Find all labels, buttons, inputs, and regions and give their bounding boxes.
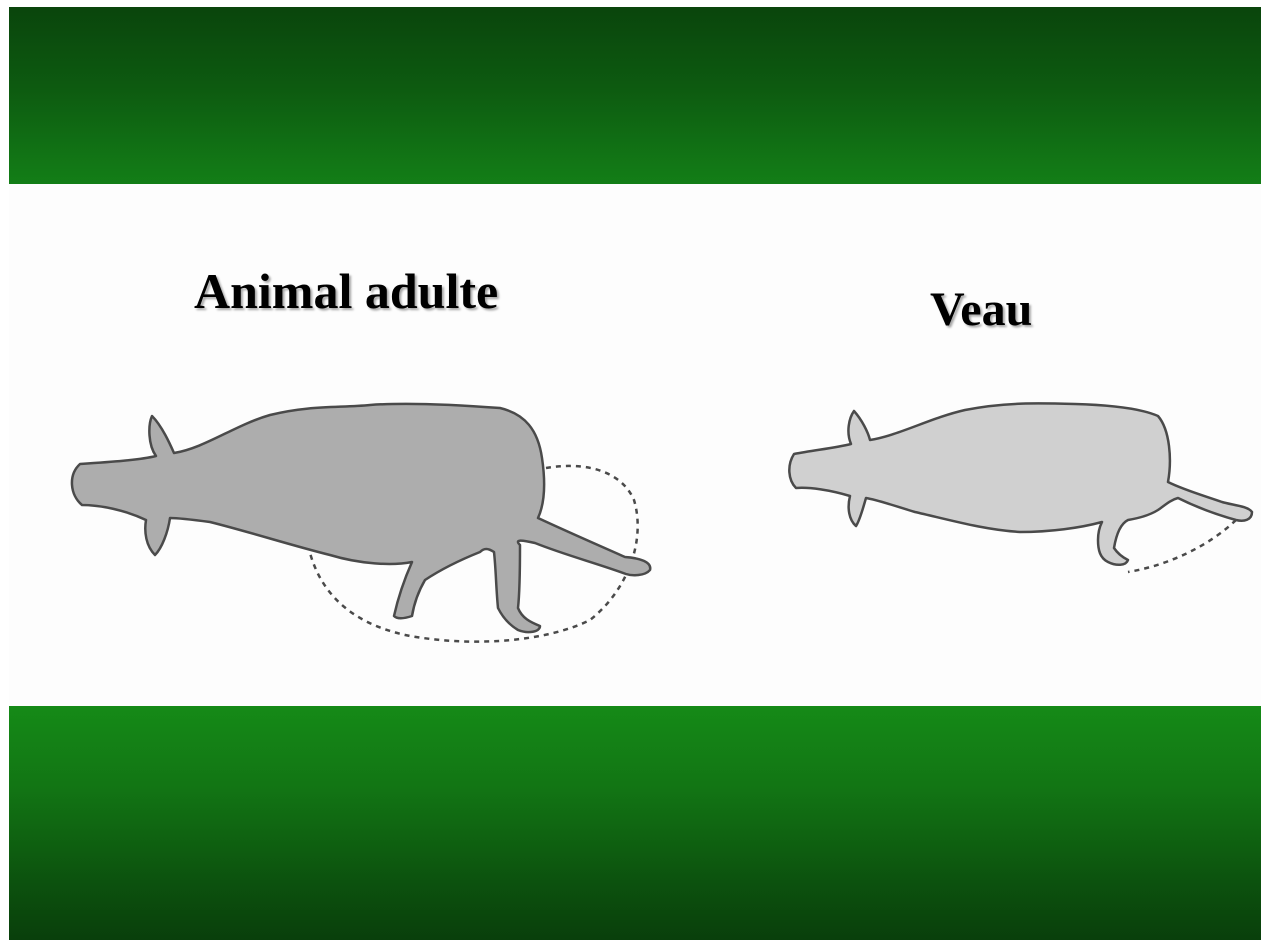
adult-cow-figure (72, 404, 650, 642)
calf-body (789, 403, 1252, 564)
calf-figure (789, 403, 1252, 572)
adult-cow-body (72, 404, 650, 632)
calf-kick-range-arc (1128, 520, 1236, 572)
